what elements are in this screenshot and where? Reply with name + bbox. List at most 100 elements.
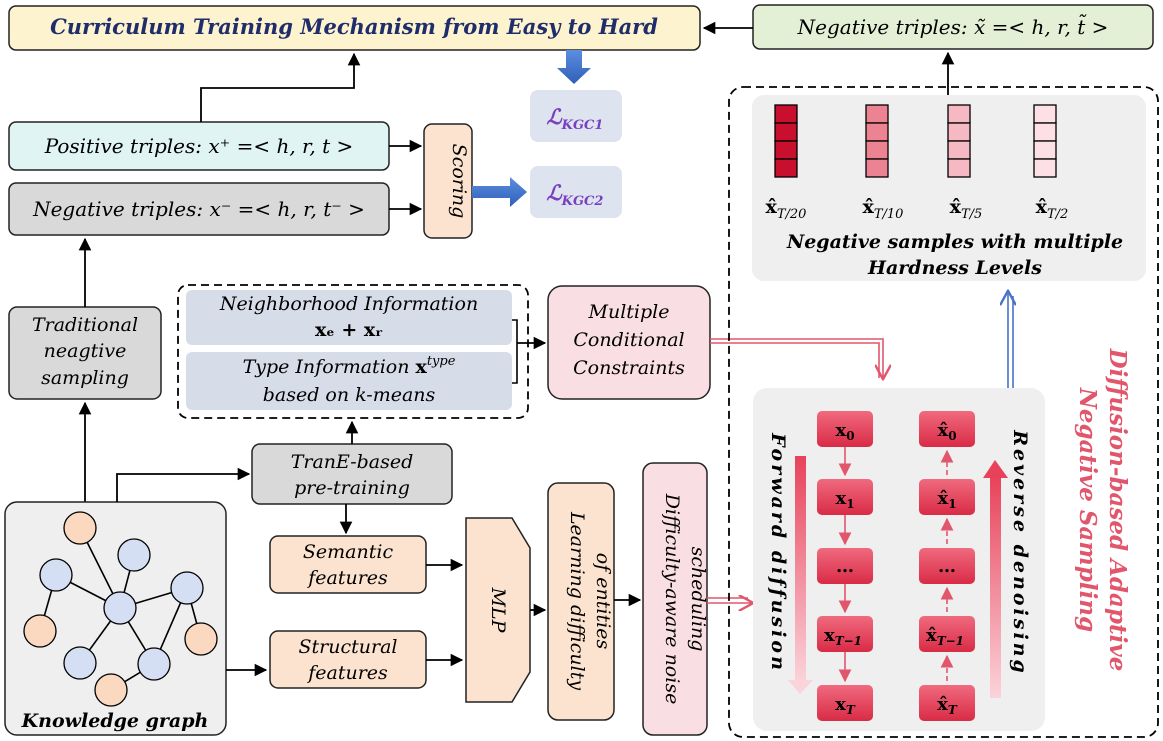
info-group-dashed bbox=[177, 284, 529, 419]
negative-triples-top-text: Negative triples: x̃ =< h, r, t̃ > bbox=[797, 13, 1109, 39]
bracket bbox=[512, 319, 518, 384]
constraints-line-2: Conditional bbox=[573, 329, 684, 351]
traditional-line-3: sampling bbox=[41, 367, 129, 389]
hardness-cell bbox=[774, 140, 798, 160]
hardness-cell bbox=[774, 104, 798, 124]
difficulty-scheduling-line-2: scheduling bbox=[687, 547, 709, 652]
mlp-block bbox=[465, 517, 531, 703]
right-dashed-panel bbox=[728, 86, 1159, 738]
forward-diffusion-label: Forward diffusion bbox=[767, 432, 789, 673]
graph-node bbox=[137, 647, 171, 681]
graph-node bbox=[63, 646, 97, 680]
reverse-bar-head bbox=[983, 460, 1008, 478]
reverse-node-label: 𝐱̂T−1 bbox=[926, 625, 964, 648]
hardness-cell bbox=[947, 140, 971, 160]
hardness-caption-1: Negative samples with multiple bbox=[786, 231, 1123, 253]
arrow-constraints-to-diffusion-2 bbox=[710, 342, 880, 378]
forward-node bbox=[817, 548, 873, 584]
negative-triples-top-box bbox=[752, 4, 1154, 50]
reverse-node-label: … bbox=[938, 556, 956, 577]
constraints-line-3: Constraints bbox=[573, 357, 685, 379]
graph-node bbox=[94, 673, 128, 707]
hardness-cell bbox=[865, 140, 889, 160]
hardness-cell bbox=[947, 104, 971, 124]
transe-line-2: pre-training bbox=[294, 477, 410, 499]
hardness-labels: 𝐱̂T/20 𝐱̂T/10 𝐱̂T/5 𝐱̂T/2 bbox=[766, 196, 1069, 222]
neighborhood-line-2: 𝐱ₑ + 𝐱ᵣ bbox=[315, 319, 383, 341]
reverse-node bbox=[919, 479, 975, 515]
hardness-cell bbox=[1033, 140, 1057, 160]
forward-chain: 𝐱0 𝐱1 … 𝐱T−1 𝐱T bbox=[817, 411, 873, 721]
hardness-cell bbox=[774, 122, 798, 142]
forward-node-label: 𝐱T−1 bbox=[824, 625, 862, 648]
reverse-denoising-label: Reverse denoising bbox=[1009, 429, 1031, 676]
difficulty-scheduling-line-1: Difficulty-aware noise bbox=[661, 493, 683, 705]
reverse-node-label: 𝐱̂T bbox=[937, 694, 958, 717]
learning-difficulty-line-2: of entities bbox=[592, 553, 614, 650]
hardness-cell bbox=[1033, 122, 1057, 142]
graph-nodes bbox=[23, 511, 218, 707]
traditional-line-1: Traditional bbox=[32, 314, 138, 336]
graph-node bbox=[63, 511, 97, 545]
learning-difficulty-line-1: Learning difficulty bbox=[566, 511, 588, 690]
forward-node bbox=[817, 685, 873, 721]
reverse-node bbox=[919, 411, 975, 447]
graph-node bbox=[117, 538, 151, 572]
arrow-constraints-to-diffusion bbox=[710, 338, 883, 378]
reverse-node-label: 𝐱̂1 bbox=[937, 488, 956, 511]
reverse-chain: 𝐱̂0 𝐱̂1 … 𝐱̂T−1 𝐱̂T bbox=[919, 411, 975, 721]
arrow-title-to-loss1 bbox=[557, 50, 591, 84]
hardness-caption-2: Hardness Levels bbox=[867, 257, 1042, 279]
forward-node-label: 𝐱0 bbox=[835, 420, 854, 443]
loss1-text: ℒKGC1 bbox=[547, 104, 604, 133]
arrow-pos-to-title bbox=[200, 52, 361, 122]
hardness-cell bbox=[1033, 104, 1057, 124]
negative-triples-text: Negative triples: x⁻ =< h, r, t⁻ > bbox=[32, 197, 365, 221]
hardness-label: 𝐱̂T/2 bbox=[1036, 196, 1069, 222]
graph-node bbox=[39, 558, 73, 592]
structural-line-2: features bbox=[306, 662, 388, 684]
hardness-label: 𝐱̂T/10 bbox=[863, 196, 904, 222]
neighborhood-line-1: Neighborhood Information bbox=[219, 293, 478, 315]
scoring-text: Scoring bbox=[448, 144, 470, 219]
reverse-node bbox=[919, 616, 975, 652]
forward-node-label: … bbox=[836, 556, 854, 577]
type-info-box bbox=[186, 352, 512, 410]
semantic-line-2: features bbox=[306, 567, 388, 589]
hardness-cell bbox=[947, 122, 971, 142]
hardness-cell bbox=[865, 158, 889, 178]
hardness-cell bbox=[865, 104, 889, 124]
positive-triples-text: Positive triples: x⁺ =< h, r, t > bbox=[44, 134, 354, 158]
semantic-line-1: Semantic bbox=[303, 541, 394, 563]
side-title-line-2: Negative Sampling bbox=[1074, 387, 1101, 632]
forward-node-label: 𝐱T bbox=[835, 694, 856, 717]
arrow-kg-to-transe bbox=[116, 467, 251, 502]
structural-line-1: Structural bbox=[299, 636, 398, 658]
scoring-box bbox=[423, 123, 473, 239]
reverse-node bbox=[919, 685, 975, 721]
hardness-label: 𝐱̂T/20 bbox=[766, 196, 807, 222]
knowledge-graph-label: Knowledge graph bbox=[21, 710, 209, 732]
loss1-box bbox=[530, 90, 622, 142]
graph-node bbox=[184, 622, 218, 656]
graph-node bbox=[103, 591, 137, 625]
loss2-box bbox=[530, 166, 622, 218]
reverse-node bbox=[919, 548, 975, 584]
type-info-line-1: Type Information 𝐱type bbox=[243, 354, 456, 378]
hardness-cell bbox=[774, 158, 798, 178]
title-text: Curriculum Training Mechanism from Easy … bbox=[50, 14, 658, 39]
constraints-line-1: Multiple bbox=[588, 301, 670, 323]
arrow-scoring-to-loss2 bbox=[472, 177, 527, 207]
forward-bar-head bbox=[788, 680, 813, 694]
side-title-line-1: Diffusion-based Adaptive bbox=[1104, 348, 1131, 672]
type-info-line-2: based on k-means bbox=[263, 384, 436, 406]
forward-node-label: 𝐱1 bbox=[835, 488, 854, 511]
learning-difficulty-box bbox=[547, 482, 615, 721]
difficulty-scheduling-box bbox=[642, 462, 708, 736]
neighborhood-box bbox=[186, 290, 512, 345]
hardness-bars bbox=[774, 104, 1057, 178]
hardness-cell bbox=[865, 122, 889, 142]
forward-node bbox=[817, 411, 873, 447]
hardness-cell bbox=[947, 158, 971, 178]
